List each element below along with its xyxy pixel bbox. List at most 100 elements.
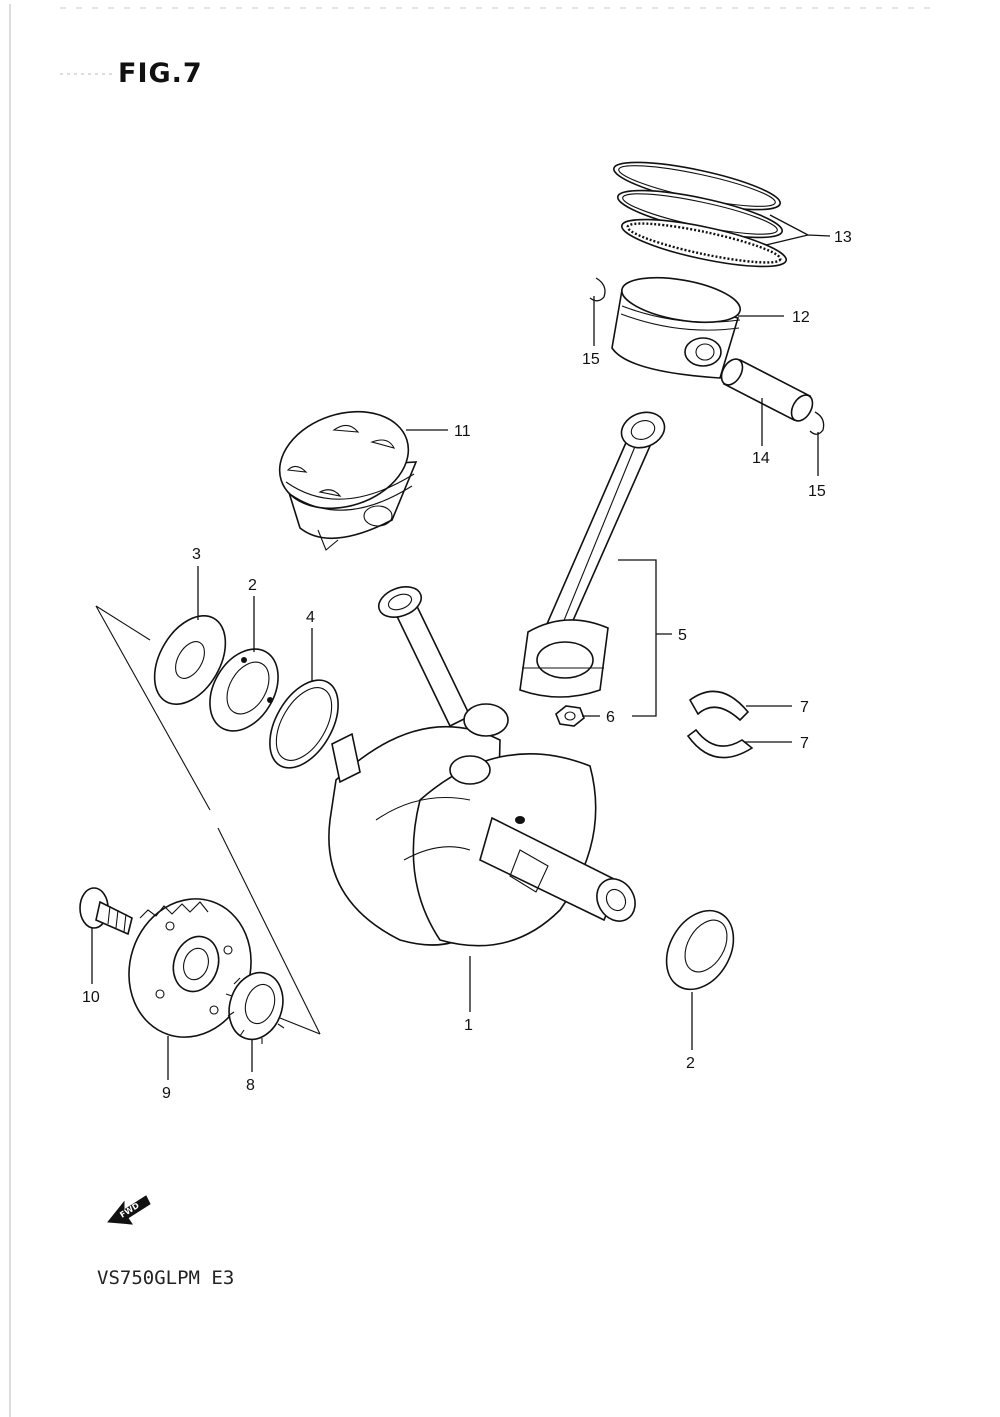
bearing-right-inner	[684, 919, 728, 973]
circlip-left	[589, 277, 606, 302]
crank-journal-spline	[509, 849, 549, 893]
starter-gear-teeth	[139, 901, 209, 919]
crank-main-journal	[479, 816, 622, 922]
crank-web-edge-1	[375, 796, 471, 821]
leader-13	[765, 214, 831, 246]
piston-rear-pin-hole	[695, 343, 715, 361]
fwd-arrow-icon	[107, 1195, 151, 1225]
callout-12: 12	[792, 309, 810, 326]
bearing-left	[209, 648, 279, 732]
starter-gear-hole-1	[165, 921, 175, 931]
callout-8: 8	[246, 1077, 255, 1094]
nut	[555, 705, 585, 727]
circlip-right	[809, 411, 825, 435]
callout-10: 10	[82, 989, 100, 1006]
callout-4: 4	[306, 609, 315, 626]
conrod-assembly	[519, 411, 666, 698]
piston-front-notch	[317, 529, 339, 551]
callout-1: 1	[464, 1017, 473, 1034]
piston-ring-oil-expander	[626, 222, 782, 264]
callout-3: 3	[192, 546, 201, 563]
conrod-small-end-bore	[630, 420, 656, 440]
washer	[153, 615, 227, 705]
callout-13: 13	[834, 229, 852, 246]
bearing-left-inner	[226, 661, 270, 715]
callout-6: 6	[606, 709, 615, 726]
piston-ring-oil	[620, 218, 788, 268]
piston-front	[278, 410, 418, 551]
crank-web-edge-2	[403, 846, 471, 861]
starter-gear-hole-4	[155, 989, 165, 999]
figure-title: FIG.7	[118, 58, 203, 89]
bearing-right-outer	[665, 909, 735, 991]
piston-front-valve-pocket-3	[286, 465, 308, 473]
bearing-upper	[688, 690, 750, 722]
piston-front-pin-boss	[363, 505, 393, 527]
piston-front-crown	[278, 410, 410, 510]
starter-gear-spline	[183, 947, 209, 981]
piston-rear-boss	[684, 337, 722, 367]
callout-7-lower: 7	[800, 735, 809, 752]
callout-14: 14	[752, 450, 770, 467]
callout-2-left: 2	[248, 577, 257, 594]
leader-lines	[91, 214, 831, 1080]
washer-inner	[175, 641, 205, 679]
piston-rear-groove-2	[620, 313, 740, 331]
drive-gear	[225, 971, 285, 1044]
guide-line-top	[95, 605, 151, 641]
bolt	[79, 887, 133, 936]
starter-gear-hole-3	[209, 1005, 219, 1015]
callout-15-right: 15	[808, 483, 826, 500]
piston-front-groove-1	[285, 473, 415, 500]
callout-2-right: 2	[686, 1055, 695, 1072]
bearing-lower	[686, 728, 754, 759]
installed-conrod-small-end	[377, 586, 423, 618]
callout-11: 11	[454, 423, 471, 440]
installed-conrod-bore	[387, 593, 413, 611]
crank-journal-end	[596, 878, 636, 922]
conrod-small-end	[620, 411, 666, 449]
bearing-left-dot-2	[267, 697, 273, 703]
callout-15-left: 15	[582, 351, 600, 368]
shim	[269, 679, 339, 769]
drive-gear-teeth	[225, 977, 285, 1044]
piston-front-valve-pocket-1	[332, 424, 360, 433]
callout-5: 5	[678, 627, 687, 644]
drive-gear-outer	[228, 971, 284, 1041]
piston-pin-end	[790, 394, 814, 422]
crank-journal-bore	[605, 888, 627, 912]
piston-pin-start	[720, 358, 744, 386]
bearing-right	[665, 909, 735, 991]
nut-body	[555, 705, 585, 727]
crank-left-spline	[331, 732, 361, 784]
crank-pin	[449, 755, 491, 785]
fwd-arrow: FWD	[107, 1195, 151, 1225]
piston-front-groove-2	[289, 485, 413, 511]
drive-gear-spline	[244, 983, 276, 1025]
installed-conrod-big-end	[463, 703, 509, 737]
guide-line-left	[95, 605, 211, 811]
callout-9: 9	[162, 1085, 171, 1102]
guide-line-bottom	[279, 1017, 321, 1035]
guide-line-lower	[217, 827, 321, 1035]
leader-5	[618, 559, 672, 717]
starter-gear-hole-2	[223, 945, 233, 955]
piston-rear	[611, 276, 741, 379]
starter-gear	[128, 898, 252, 1038]
starter-gear-hub	[172, 935, 220, 993]
piston-rear-groove-1	[621, 305, 741, 323]
crank-oil-hole	[515, 816, 525, 824]
bearing-left-dot-1	[241, 657, 247, 663]
conrod-beam-rib	[555, 443, 637, 641]
bearing-left-outer	[209, 648, 279, 732]
piston-front-valve-pocket-4	[318, 489, 342, 497]
model-code: VS750GLPM E3	[97, 1267, 235, 1289]
bolt-threads	[107, 905, 127, 933]
shim-outer	[269, 679, 339, 769]
conrod-on-crank	[377, 586, 509, 737]
bolt-shank	[95, 900, 133, 936]
callout-7-upper: 7	[800, 699, 809, 716]
piston-front-valve-pocket-2	[370, 439, 396, 449]
piston-rings	[612, 161, 788, 268]
